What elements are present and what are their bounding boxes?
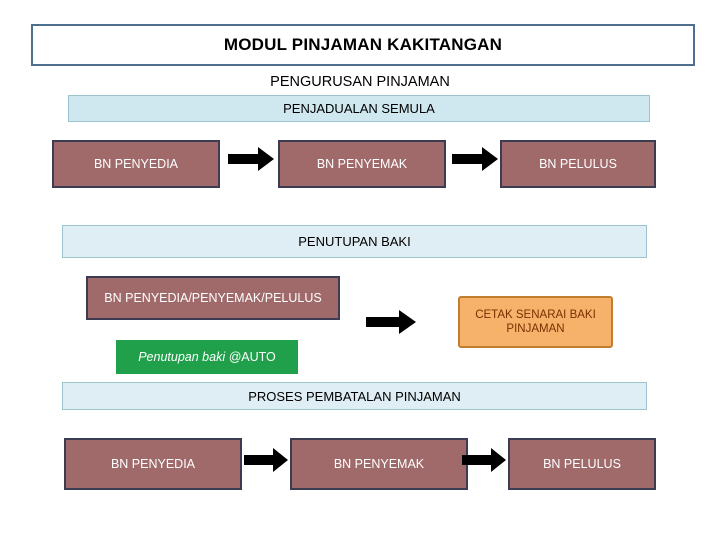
box-bn-penyemak-penjadualan: BN PENYEMAK [278,140,446,188]
green-box-auto: AUTO [241,350,276,364]
band-proses-pembatalan-pinjaman: PROSES PEMBATALAN PINJAMAN [62,382,647,410]
orange-box-line2: PINJAMAN [506,323,565,335]
page-title: MODUL PINJAMAN KAKITANGAN [223,35,503,54]
box-cetak-senarai-baki-pinjaman: CETAK SENARAI BAKI PINJAMAN [458,296,613,348]
box-bn-penyedia-penyemak-pelulus: BN PENYEDIA/PENYEMAK/PELULUS [86,276,340,320]
orange-box-line1: CETAK SENARAI BAKI [475,308,596,321]
right-arrow-icon [452,145,500,173]
box-bn-pelulus-pembatalan: BN PELULUS [508,438,656,490]
box-penutupan-baki-auto: Penutupan baki @ AUTO [116,340,298,374]
band-penjadualan-semula: PENJADUALAN SEMULA [68,95,650,122]
right-arrow-icon [244,446,290,474]
right-arrow-icon [366,308,418,336]
green-box-label: Penutupan baki @ [138,350,242,364]
heading-pengurusan-pinjaman: PENGURUSAN PINJAMAN [270,74,450,90]
box-bn-penyedia-penjadualan: BN PENYEDIA [52,140,220,188]
band-penutupan-baki: PENUTUPAN BAKI [62,225,647,258]
box-bn-penyedia-pembatalan: BN PENYEDIA [64,438,242,490]
right-arrow-icon [228,145,276,173]
right-arrow-icon [462,446,508,474]
box-bn-penyemak-pembatalan: BN PENYEMAK [290,438,468,490]
box-bn-pelulus-penjadualan: BN PELULUS [500,140,656,188]
diagram-title-box: MODUL PINJAMAN KAKITANGAN [31,24,695,66]
